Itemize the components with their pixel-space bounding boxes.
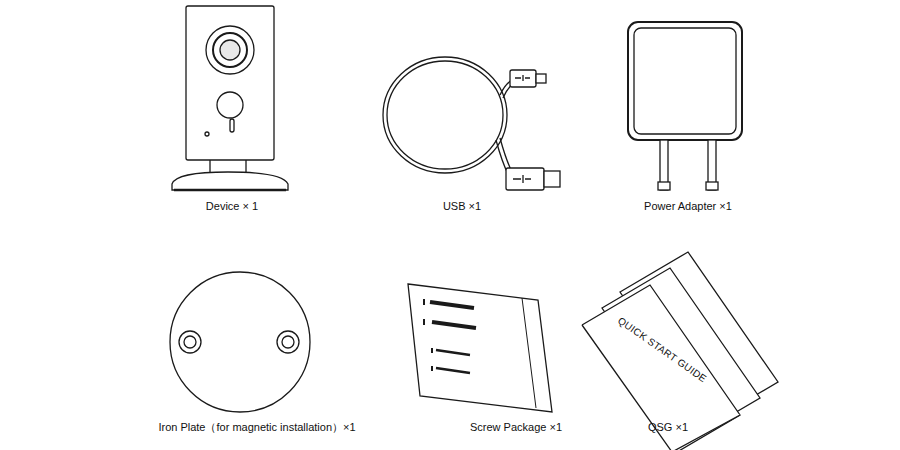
item-caption: Screw Package ×1 bbox=[470, 421, 562, 434]
item-caption: Device × 1 bbox=[206, 200, 258, 213]
power-adapter-illustration bbox=[628, 22, 742, 190]
item-caption: USB ×1 bbox=[443, 200, 481, 213]
screw-package-illustration bbox=[408, 284, 552, 412]
item-caption: Power Adapter ×1 bbox=[644, 200, 732, 213]
usb-cable-illustration bbox=[383, 57, 560, 190]
iron-plate-illustration bbox=[170, 272, 310, 412]
quick-start-guide-illustration bbox=[582, 252, 778, 450]
item-caption: QSG ×1 bbox=[648, 421, 688, 434]
item-caption: Iron Plate（for magnetic installation）×1 bbox=[158, 421, 355, 434]
camera-illustration bbox=[172, 6, 288, 190]
